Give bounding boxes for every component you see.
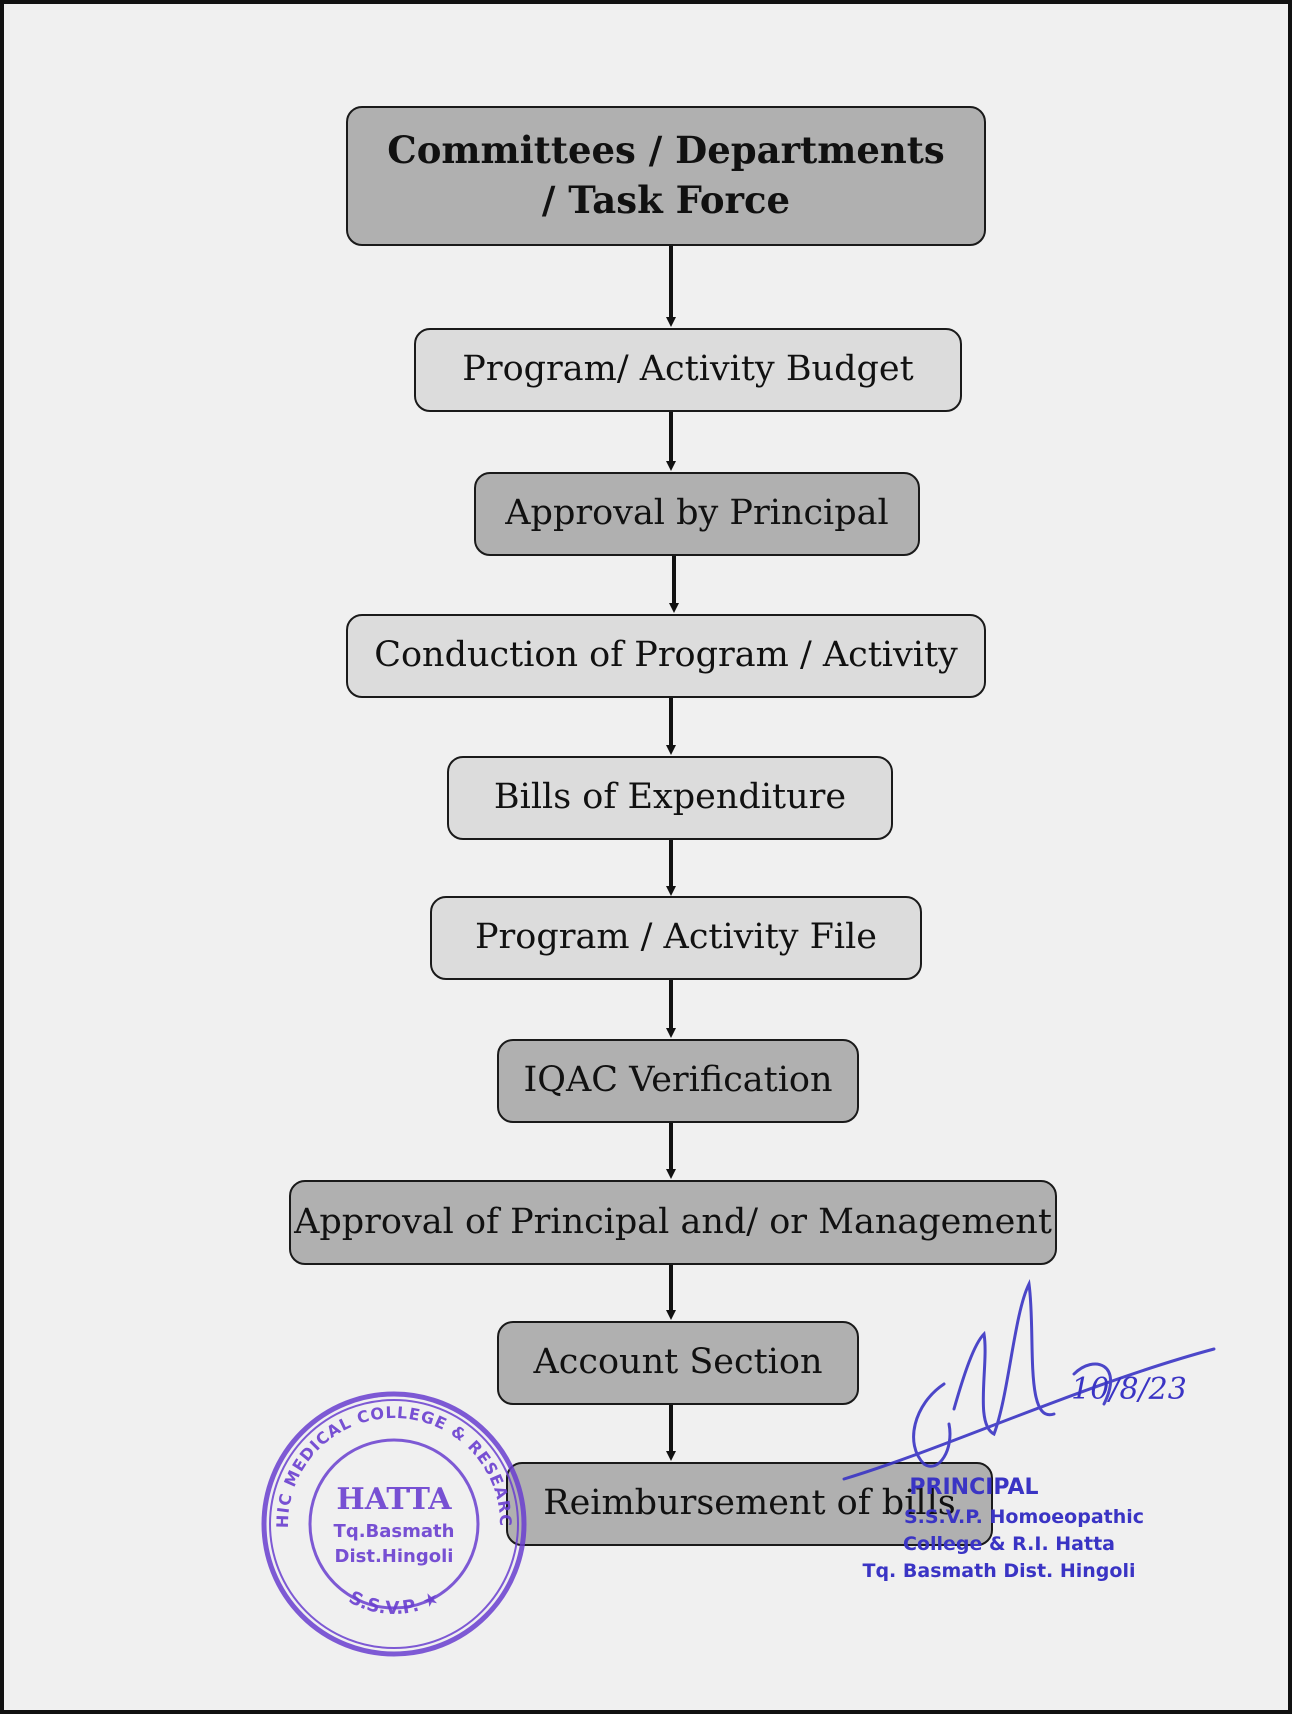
box-bills-expenditure: Bills of Expenditure xyxy=(447,756,893,840)
box-activity-budget: Program/ Activity Budget xyxy=(414,328,962,412)
box-approval-principal: Approval by Principal xyxy=(474,472,920,556)
box-committees: Committees / Departments / Task Force xyxy=(346,106,986,246)
svg-text:S.S.V.P. ★: S.S.V.P. ★ xyxy=(345,1587,442,1619)
institute-stamp: HOMOEOPATHIC MEDICAL COLLEGE & RESEARCH … xyxy=(254,1384,527,1657)
signature-line2: College & R.I. Hatta xyxy=(903,1533,1115,1555)
stamp-bottom-text: S.S.V.P. ★ xyxy=(345,1587,442,1619)
box-conduction-label: Conduction of Program / Activity xyxy=(374,635,958,676)
stamp-line2: Dist.Hingoli xyxy=(335,1546,454,1567)
box-account-section-label: Account Section xyxy=(533,1342,823,1383)
box-iqac-verification-label: IQAC Verification xyxy=(523,1060,833,1101)
stamp-place: HATTA xyxy=(336,1482,452,1517)
box-account-section: Account Section xyxy=(497,1321,859,1405)
box-committees-label: Committees / Departments / Task Force xyxy=(387,128,945,222)
box-reimbursement-label: Reimbursement of bills xyxy=(543,1483,956,1524)
signature-date: 10/8/23 xyxy=(1071,1372,1187,1407)
box-reimbursement: Reimbursement of bills xyxy=(506,1462,993,1546)
box-approval-management: Approval of Principal and/ or Management xyxy=(289,1180,1057,1265)
box-approval-management-label: Approval of Principal and/ or Management xyxy=(294,1201,1052,1242)
signature-title: PRINCIPAL xyxy=(909,1475,1038,1500)
stamp-line1: Tq.Basmath xyxy=(334,1521,455,1542)
signature-line1: S.S.V.P. Homoeopathic xyxy=(904,1506,1144,1528)
box-activity-budget-label: Program/ Activity Budget xyxy=(462,349,914,390)
box-activity-file-label: Program / Activity File xyxy=(474,917,878,958)
flow-arrows xyxy=(666,246,679,1461)
principal-signature: 10/8/23 PRINCIPAL S.S.V.P. Homoeopathic … xyxy=(842,1279,1216,1582)
box-approval-principal-label: Approval by Principal xyxy=(505,493,889,534)
box-iqac-verification: IQAC Verification xyxy=(497,1039,859,1123)
box-conduction: Conduction of Program / Activity xyxy=(346,614,986,698)
signature-line3: Tq. Basmath Dist. Hingoli xyxy=(863,1560,1136,1582)
box-bills-expenditure-label: Bills of Expenditure xyxy=(493,777,847,818)
box-activity-file: Program / Activity File xyxy=(430,896,922,980)
